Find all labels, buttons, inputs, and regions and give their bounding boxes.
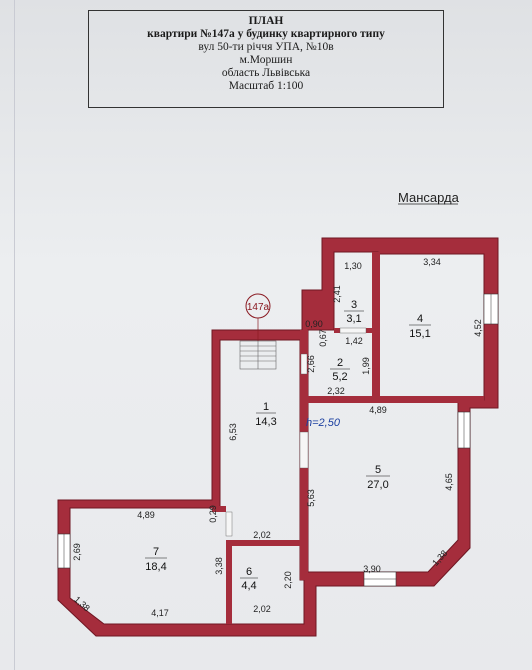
dim-label: 0,67 xyxy=(318,329,328,347)
wall-room-7-joint xyxy=(212,506,226,512)
dim-label: 1,30 xyxy=(344,261,362,271)
room-area: 5,2 xyxy=(332,371,347,383)
dimension-labels: 1,30 3,34 2,41 0,90 0,67 1,42 4,52 2,66 … xyxy=(72,257,483,618)
dim-label: 2,02 xyxy=(253,530,271,540)
door-hall-room-7 xyxy=(225,511,233,537)
room-5: 5 27,0 xyxy=(366,464,390,491)
dim-label: 2,69 xyxy=(72,543,82,561)
room-7: 7 18,4 xyxy=(145,546,167,573)
wall-rooms-3-4 xyxy=(372,252,380,402)
wall-corridor xyxy=(300,396,484,403)
room-number: 3 xyxy=(351,299,357,311)
dim-label: 2,32 xyxy=(327,386,345,396)
room-number: 2 xyxy=(337,357,343,369)
plan-scale: Масштаб 1:100 xyxy=(228,80,304,92)
wall-room-6-top xyxy=(226,540,300,546)
margin-line xyxy=(14,0,15,670)
dim-label: 1,99 xyxy=(361,357,371,375)
dim-label: 6,53 xyxy=(228,423,238,441)
dim-label: 2,41 xyxy=(332,285,342,303)
dim-label: 1,42 xyxy=(345,336,363,346)
room-area: 15,1 xyxy=(409,328,430,340)
room-6: 6 4,4 xyxy=(240,566,258,592)
dim-label: 0,90 xyxy=(305,319,323,329)
room-area: 18,4 xyxy=(145,561,166,573)
room-number: 7 xyxy=(153,546,159,558)
room-4: 4 15,1 xyxy=(409,313,431,340)
address-street: вул 50-ти річчя УПА, №10в xyxy=(198,41,334,53)
room-area: 14,3 xyxy=(255,416,276,428)
plan-subtitle: квартири №147а у будинку квартирного тип… xyxy=(147,28,385,40)
plan-title: ПЛАН xyxy=(248,15,284,27)
door-hall-room-5 xyxy=(299,431,309,469)
dim-label: 4,65 xyxy=(444,473,454,491)
door-hall-room-2 xyxy=(300,353,308,375)
dim-label: 2,02 xyxy=(253,604,271,614)
door-room-3 xyxy=(339,327,367,334)
dim-label: 3,34 xyxy=(423,257,441,267)
staircase xyxy=(239,340,277,370)
dim-label: 4,17 xyxy=(151,608,169,618)
wall-room-6-west xyxy=(226,540,232,624)
room-number: 5 xyxy=(375,464,381,476)
ceiling-height-label: h=2,50 xyxy=(306,417,341,429)
room-2: 2 5,2 xyxy=(330,357,350,383)
dim-label: 4,52 xyxy=(473,319,483,337)
address-city: м.Моршин xyxy=(239,54,293,66)
room-area: 3,1 xyxy=(346,313,361,325)
room-number: 4 xyxy=(417,313,423,325)
room-1: 1 14,3 xyxy=(255,401,276,428)
dim-label: 0,29 xyxy=(208,505,218,523)
room-area: 27,0 xyxy=(367,479,388,491)
title-block: ПЛАН квартири №147а у будинку квартирног… xyxy=(88,10,444,108)
apartment-badge-circle xyxy=(245,293,271,319)
room-number: 6 xyxy=(246,566,252,578)
room-3: 3 3,1 xyxy=(344,299,364,325)
dim-label: 2,66 xyxy=(306,355,316,373)
dim-label: 4,89 xyxy=(137,510,155,520)
room-number: 1 xyxy=(263,401,269,413)
dim-label: 3,38 xyxy=(214,557,224,575)
outer-wall xyxy=(57,237,499,637)
dim-label: 4,89 xyxy=(369,405,387,415)
floor-label: Мансарда xyxy=(398,190,460,205)
dim-label: 5,63 xyxy=(306,489,316,507)
dim-label: 2,20 xyxy=(283,571,293,589)
apartment-badge: 147а xyxy=(247,302,270,313)
dim-label: 3,90 xyxy=(363,564,381,574)
room-area: 4,4 xyxy=(241,580,256,592)
address-region: область Львівська xyxy=(221,67,311,79)
